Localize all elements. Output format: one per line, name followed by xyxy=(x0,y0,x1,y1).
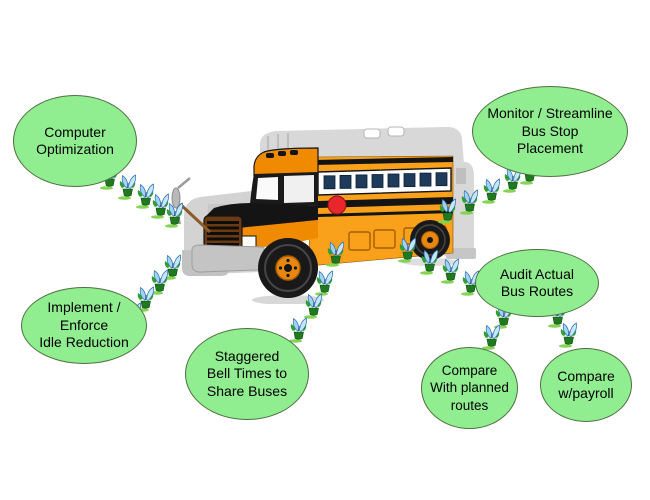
bubble-label-line: Audit Actual xyxy=(500,265,574,282)
mirror xyxy=(171,177,212,234)
bubble-label-line: Bus Routes xyxy=(500,283,574,299)
headlight xyxy=(241,235,257,248)
bubble-label-line: Bus Stop xyxy=(521,122,579,139)
bubble-label-line: routes xyxy=(450,397,489,413)
sprout-butterfly-icon xyxy=(164,202,186,228)
stop-light xyxy=(327,195,347,215)
sprout-butterfly-icon xyxy=(397,237,419,263)
bubble-label-line: Monitor / Streamline xyxy=(487,105,613,122)
roof-cap xyxy=(253,147,319,177)
sprout-butterfly-icon xyxy=(303,293,325,319)
sprout-butterfly-icon xyxy=(481,178,503,204)
sprout-butterfly-icon xyxy=(288,317,310,343)
sprout-butterfly-icon xyxy=(459,189,481,215)
front-bumper xyxy=(191,244,265,273)
sprout-butterfly-icon xyxy=(440,258,462,284)
bubble-label-line: Staggered xyxy=(214,347,280,364)
bubble-label-line: Enforce xyxy=(59,316,109,333)
sprout-butterfly-icon xyxy=(481,324,503,350)
bubble-label-line: Computer xyxy=(44,123,106,140)
school-bus-image xyxy=(168,104,486,305)
bubble-label-line: With planned xyxy=(430,380,509,396)
sprout-butterfly-icon xyxy=(419,249,441,275)
side-windows xyxy=(323,172,448,190)
bubble-label-line: Optimization xyxy=(36,141,114,157)
sprout-butterfly-icon xyxy=(437,198,459,224)
bubble-label-line: Idle Reduction xyxy=(39,334,129,351)
bubble-label-line: Implement / xyxy=(47,299,121,316)
yellow-school-bus xyxy=(171,147,458,305)
bubble-label-line: Compare xyxy=(557,367,615,384)
sprout-butterfly-icon xyxy=(558,322,580,348)
bubble-label-line: Compare xyxy=(441,362,498,378)
sprout-butterfly-icon xyxy=(325,241,347,267)
bubble-label-line: Bell Times to xyxy=(206,365,288,382)
school-bus-svg xyxy=(171,126,476,305)
bubble-label-line: Placement xyxy=(516,140,584,157)
bubble-label-line: w/payroll xyxy=(558,385,614,401)
bubble-label-line: Share Buses xyxy=(206,382,288,399)
